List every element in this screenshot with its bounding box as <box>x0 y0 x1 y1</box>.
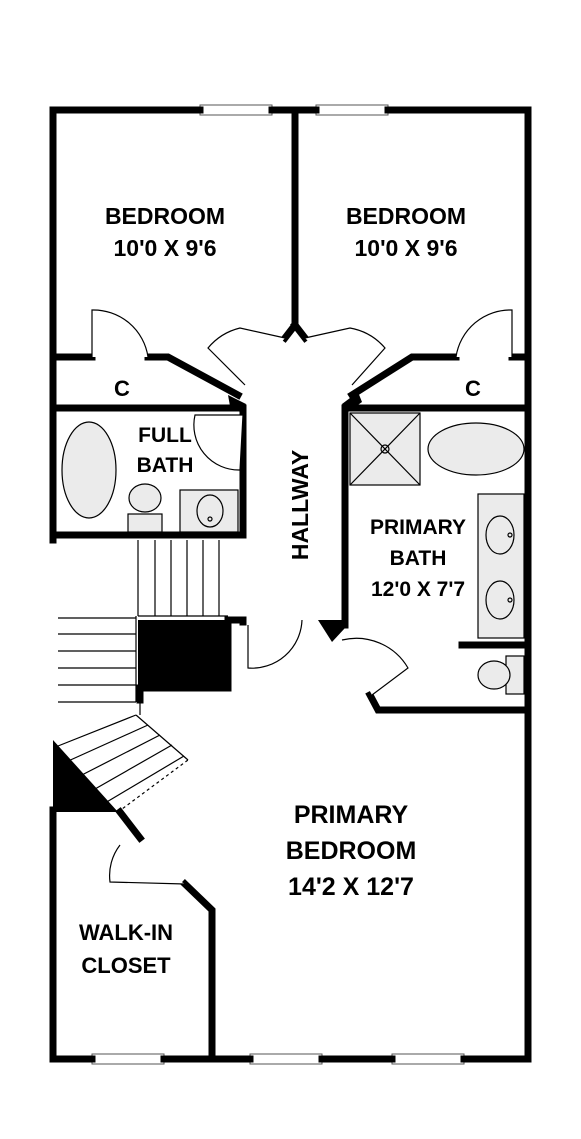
bathtub <box>427 422 525 476</box>
sink <box>196 494 224 528</box>
stair-winder <box>53 740 118 812</box>
room-name-full-bath-line2: BATH <box>137 454 194 477</box>
window <box>249 1053 323 1065</box>
lower-stair-treads <box>57 700 189 813</box>
window <box>91 1053 165 1065</box>
room-name-primary-bath-line2: BATH <box>390 547 447 570</box>
stair-landing <box>138 620 228 686</box>
stairs <box>53 540 228 813</box>
door-swing <box>207 327 286 386</box>
window <box>199 104 273 116</box>
room-name-primary-bath-line1: PRIMARY <box>370 516 466 539</box>
room-name-primary-bedroom-line2: BEDROOM <box>286 837 417 865</box>
room-size-bedroom-left: 10'0 X 9'6 <box>113 235 216 261</box>
room-size-primary-bedroom: 14'2 X 12'7 <box>288 873 414 901</box>
upper-stair-treads <box>137 540 228 617</box>
sink <box>485 580 515 620</box>
sink <box>485 515 515 555</box>
window <box>391 1053 465 1065</box>
toilet-bowl <box>477 660 511 690</box>
room-size-bedroom-right: 10'0 X 9'6 <box>354 235 457 261</box>
bathtub <box>61 421 117 519</box>
room-name-full-bath-line1: FULL <box>138 424 192 447</box>
door-swing <box>455 309 513 358</box>
room-name-primary-bedroom-line1: PRIMARY <box>294 801 409 829</box>
room-size-primary-bath: 12'0 X 7'7 <box>371 578 465 601</box>
room-name-closet-right: C <box>465 376 481 401</box>
fixtures <box>61 412 525 695</box>
interior-walls <box>49 106 532 1063</box>
window <box>315 104 389 116</box>
room-name-bedroom-right: BEDROOM <box>346 203 466 229</box>
room-labels: BEDROOM 10'0 X 9'6 BEDROOM 10'0 X 9'6 C … <box>79 203 481 978</box>
door-swing <box>247 619 303 669</box>
room-name-closet-left: C <box>114 376 130 401</box>
toilet-bowl <box>128 483 162 513</box>
toilet-tank <box>127 513 163 533</box>
room-name-bedroom-left: BEDROOM <box>105 203 225 229</box>
door-swing <box>341 637 409 696</box>
room-name-walk-in-closet-line2: CLOSET <box>81 953 171 978</box>
door-swing <box>108 844 186 885</box>
room-name-hallway: HALLWAY <box>287 450 313 560</box>
door-swing <box>193 414 244 471</box>
room-name-walk-in-closet-line1: WALK-IN <box>79 920 173 945</box>
exterior-walls <box>49 106 532 1063</box>
left-stair-treads <box>58 616 137 703</box>
doors <box>91 309 513 885</box>
door-swing <box>91 309 149 358</box>
door-swing <box>304 327 386 386</box>
